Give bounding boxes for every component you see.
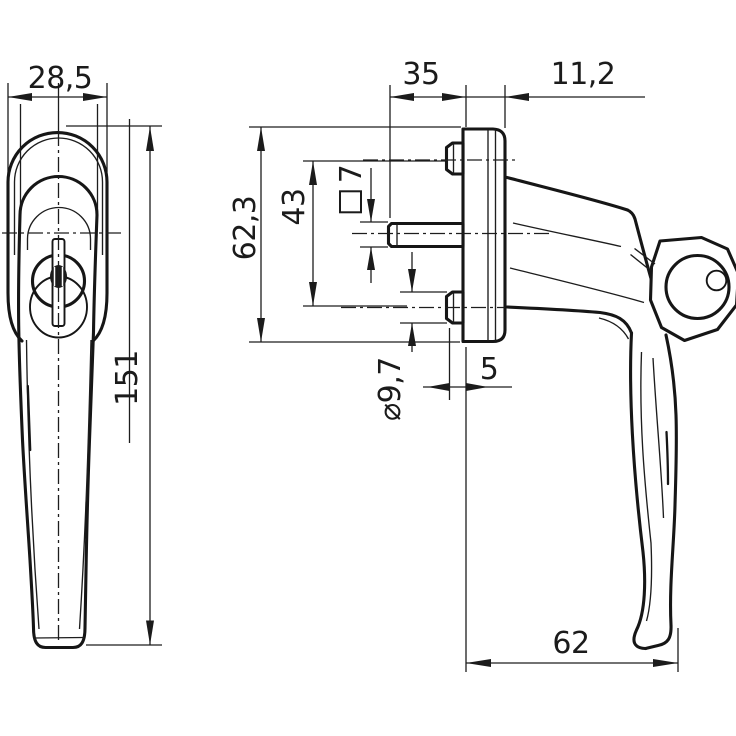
front-view (6, 131, 109, 650)
dim-label-boss-diameter: ⌀9,7 (373, 357, 408, 421)
dim-label-plate-thickness: 11,2 (550, 57, 616, 92)
side-plate (461, 127, 507, 344)
dim-label-front-width: 28,5 (27, 61, 93, 96)
spindle-square-value: 7 (334, 164, 369, 184)
front-rosette-outline (6, 131, 109, 343)
side-view (386, 127, 736, 651)
square-section-icon (339, 190, 362, 214)
dim-label-screw-spacing: 43 (277, 188, 312, 226)
side-screw-boss-top (444, 141, 465, 176)
side-grip-front-edge (629, 331, 648, 651)
front-grip-outline (16, 174, 99, 650)
dimension-linework (7, 83, 679, 672)
centerlines (2, 131, 552, 640)
side-grip-end (643, 623, 673, 651)
side-grip-back-edge (664, 333, 678, 627)
front-hub-inner-arch (26, 206, 92, 250)
dim-label-boss-protrusion: 5 (479, 352, 499, 387)
side-neck-top-edge (505, 175, 630, 212)
side-neck-bottom-edge (505, 305, 634, 335)
side-cylinder-face (664, 253, 731, 321)
side-handle-silhouette (507, 177, 676, 650)
dim-label-handle-reach: 62 (552, 626, 590, 661)
dim-label-spindle-length: 35 (402, 57, 440, 92)
dim-label-front-length: 151 (110, 350, 145, 406)
dim-label-plate-height: 62,3 (228, 195, 263, 261)
dim-label-spindle-square: 7 (334, 164, 369, 214)
side-spindle (386, 221, 465, 249)
side-cylinder-keyhole (705, 269, 728, 292)
